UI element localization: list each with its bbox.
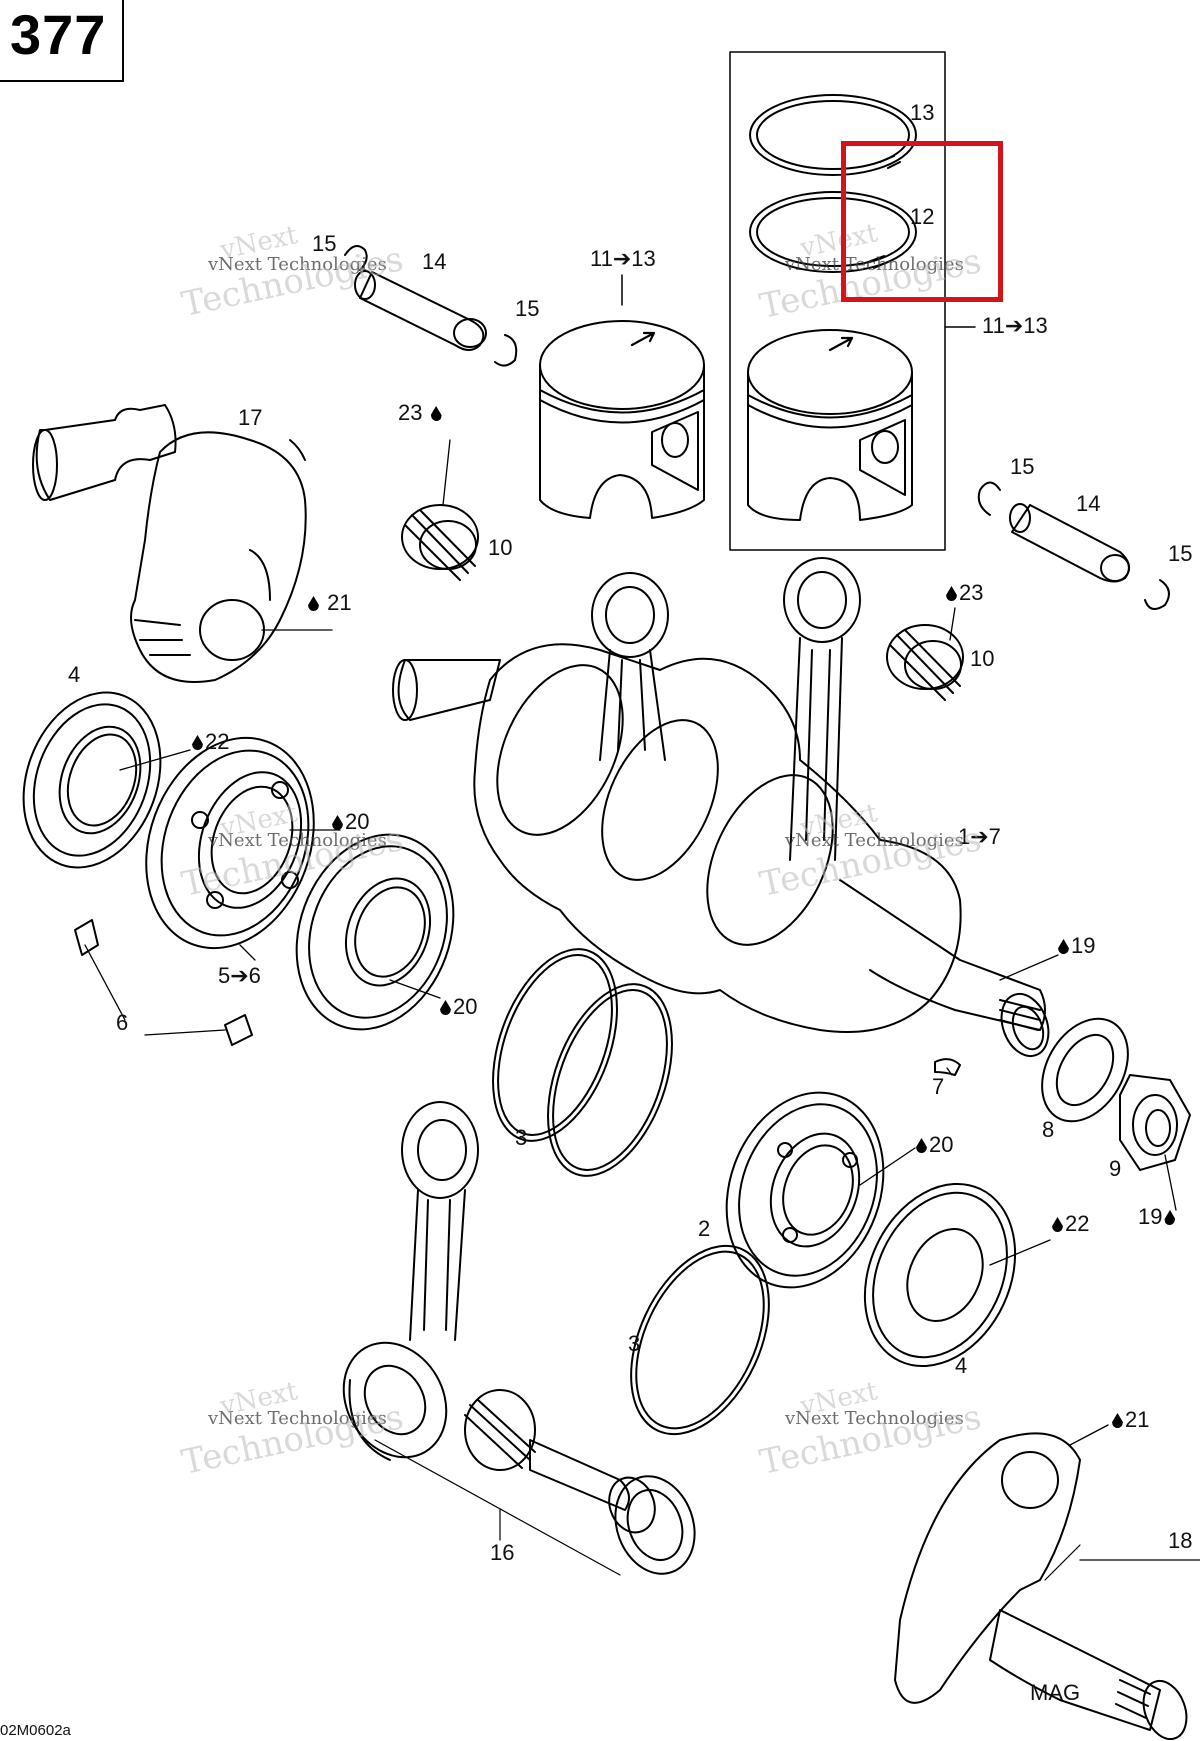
grease-drop-icon bbox=[440, 1000, 451, 1015]
connecting-rod-right bbox=[783, 557, 861, 861]
callout-19-a: 19 bbox=[1056, 935, 1095, 957]
callout-22-b: 22 bbox=[1050, 1213, 1089, 1235]
figure-code: 02M0602a bbox=[0, 1722, 71, 1739]
callout-10-b: 10 bbox=[970, 646, 995, 671]
connecting-rod-16 bbox=[342, 1101, 696, 1576]
callout-4-a: 4 bbox=[68, 662, 81, 687]
callout-9: 9 bbox=[1109, 1156, 1122, 1181]
ball-bearing-5 bbox=[145, 736, 315, 950]
highlight-box bbox=[841, 141, 1003, 302]
callout-13: 13 bbox=[910, 100, 935, 125]
crankshaft-1-7 bbox=[392, 643, 1050, 1057]
callout-3-b: 3 bbox=[628, 1331, 641, 1356]
piston-pin-14-left bbox=[354, 270, 487, 351]
lock-washer-8 bbox=[1041, 1017, 1129, 1123]
callout-15-b: 15 bbox=[515, 296, 540, 321]
callout-18: 18 bbox=[1168, 1528, 1193, 1553]
hex-nut-9 bbox=[1119, 1074, 1191, 1171]
o-ring-3-upper bbox=[492, 948, 673, 1177]
callout-2: 2 bbox=[698, 1216, 711, 1241]
callout-14-a: 14 bbox=[422, 249, 447, 274]
grease-drop-icon bbox=[1058, 939, 1069, 954]
callout-23-a: 23 bbox=[398, 402, 444, 424]
ball-bearing-2 bbox=[725, 1091, 885, 1289]
callout-4-b: 4 bbox=[955, 1353, 968, 1378]
callout-21-b: 21 bbox=[1110, 1409, 1149, 1431]
leader-lines bbox=[84, 439, 1200, 1561]
woodruff-key-7 bbox=[934, 1058, 961, 1076]
circlip-15-d bbox=[1144, 579, 1170, 610]
callout-16: 16 bbox=[490, 1540, 515, 1565]
callout-20-b: 20 bbox=[438, 996, 477, 1018]
grease-drop-icon bbox=[1164, 1210, 1176, 1225]
mag-side-label: MAG bbox=[1030, 1680, 1081, 1705]
callout-20-c: 20 bbox=[914, 1134, 953, 1156]
connecting-rod-center bbox=[591, 572, 669, 761]
grease-drop-icon bbox=[1052, 1217, 1063, 1232]
callout-22-a: 22 bbox=[190, 731, 229, 753]
callout-14-b: 14 bbox=[1076, 491, 1101, 516]
piston-left bbox=[539, 274, 705, 519]
page-number: 377 bbox=[10, 3, 107, 66]
oil-seal-4-right bbox=[863, 1182, 1017, 1368]
piston-ring-13 bbox=[749, 94, 917, 176]
o-ring-3-lower bbox=[630, 1244, 770, 1436]
callout-5-6: 5➔6 bbox=[218, 963, 261, 988]
grease-drop-icon bbox=[946, 586, 957, 601]
callout-12: 12 bbox=[910, 204, 935, 229]
ball-bearing-20-left bbox=[295, 833, 455, 1031]
callout-3-a: 3 bbox=[515, 1125, 528, 1150]
callout-15-d: 15 bbox=[1168, 541, 1193, 566]
page-number-box: 377 bbox=[0, 0, 124, 82]
circlip-15-b bbox=[494, 334, 518, 367]
callout-11-13-b: 11➔13 bbox=[982, 313, 1048, 338]
oil-seal-4-left bbox=[22, 691, 162, 869]
callout-7: 7 bbox=[932, 1074, 945, 1099]
callout-10-a: 10 bbox=[488, 535, 513, 560]
grease-drop-icon bbox=[430, 406, 442, 421]
half-crankshaft-18 bbox=[894, 1432, 1188, 1741]
dowel-pin-6-a bbox=[74, 919, 99, 956]
piston-right bbox=[747, 329, 913, 521]
circlip-15-a bbox=[344, 245, 368, 271]
callout-15-c: 15 bbox=[1010, 454, 1035, 479]
piston-ring-12 bbox=[749, 191, 917, 273]
callout-15-a: 15 bbox=[312, 231, 337, 256]
callout-19-b: 19 bbox=[1138, 1206, 1177, 1228]
grease-drop-icon bbox=[192, 735, 203, 750]
needle-bearing-10-left bbox=[401, 504, 479, 581]
callout-21-a: 21 bbox=[306, 592, 352, 614]
needle-bearing-10-right bbox=[886, 624, 964, 701]
circlip-15-c bbox=[977, 481, 1001, 516]
callout-11-13-a: 11➔13 bbox=[590, 246, 656, 271]
callout-23-b: 23 bbox=[944, 582, 983, 604]
grease-drop-icon bbox=[916, 1138, 927, 1153]
callout-1-7: 1➔7 bbox=[958, 824, 1001, 849]
piston-kit-bracket bbox=[729, 51, 946, 551]
callout-17: 17 bbox=[238, 405, 263, 430]
dowel-pin-6-b bbox=[224, 1014, 253, 1046]
half-crankshaft-17 bbox=[32, 404, 307, 683]
grease-drop-icon bbox=[308, 596, 319, 611]
callout-20-a: 20 bbox=[330, 811, 369, 833]
callout-6: 6 bbox=[116, 1010, 129, 1035]
grease-drop-icon bbox=[332, 815, 343, 830]
grease-drop-icon bbox=[1112, 1413, 1123, 1428]
callout-8: 8 bbox=[1042, 1117, 1055, 1142]
piston-pin-14-right bbox=[1009, 503, 1130, 583]
